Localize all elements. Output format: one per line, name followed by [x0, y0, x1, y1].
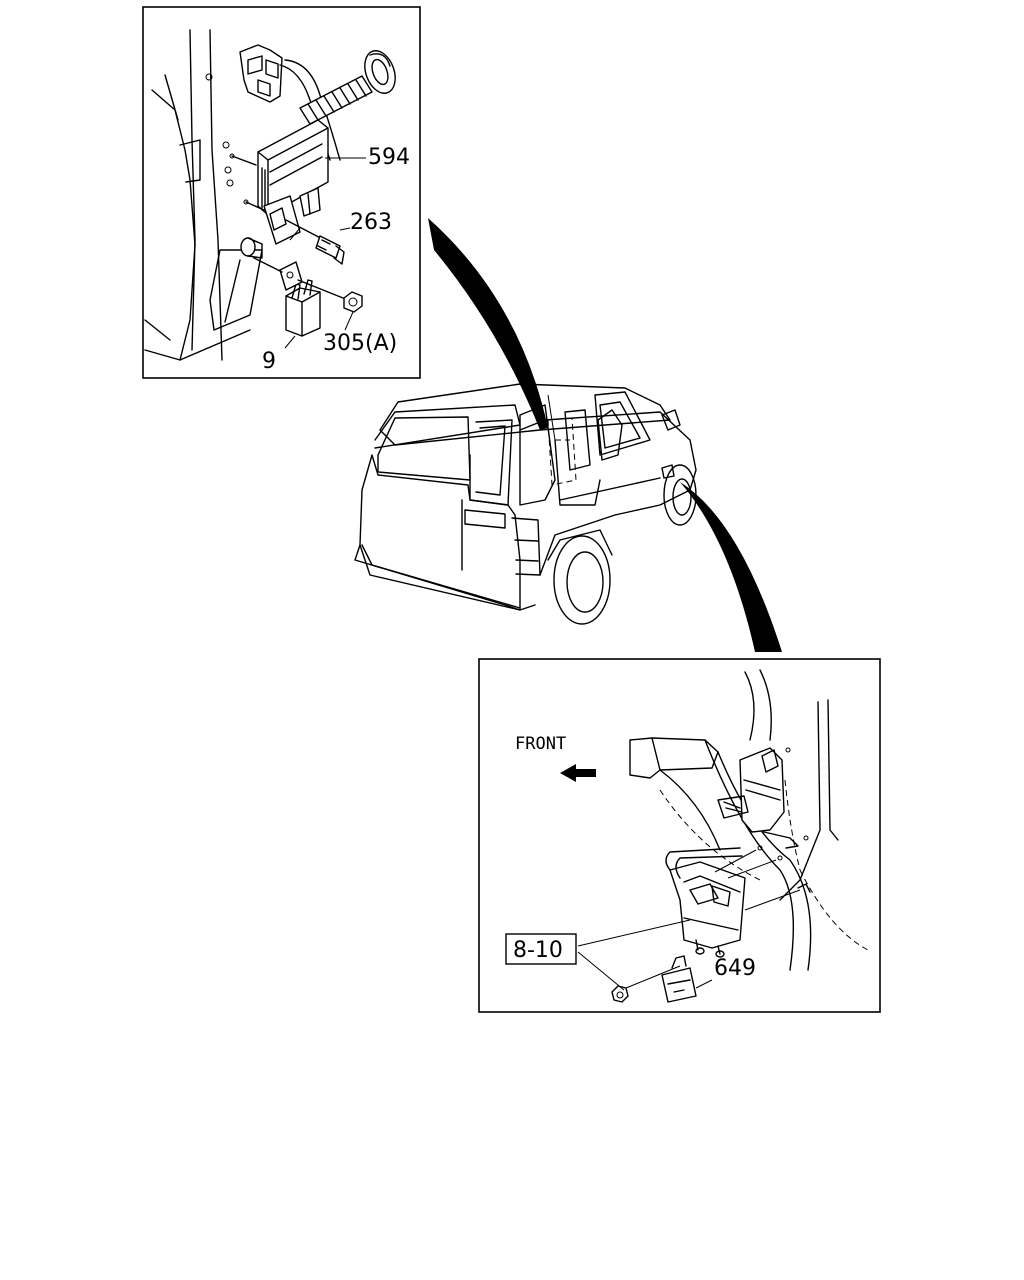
detail-box-upper [142, 6, 421, 379]
callout-649: 649 [714, 956, 756, 981]
front-direction-label: FRONT [515, 734, 566, 754]
callout-594: 594 [368, 145, 410, 170]
callout-8-10-frame [505, 933, 577, 965]
front-arrow-icon [560, 764, 596, 782]
callout-9: 9 [262, 349, 276, 374]
leader-lines-lower [577, 919, 713, 991]
pointer-to-top-detail [428, 218, 556, 441]
callout-263: 263 [350, 210, 392, 235]
pointer-to-bottom-detail [680, 482, 782, 652]
callout-305a: 305(A) [323, 331, 397, 356]
leader-lines-upper [284, 157, 366, 349]
vehicle-illustration [354, 383, 697, 625]
callout-8-10: 8-10 [513, 938, 563, 963]
